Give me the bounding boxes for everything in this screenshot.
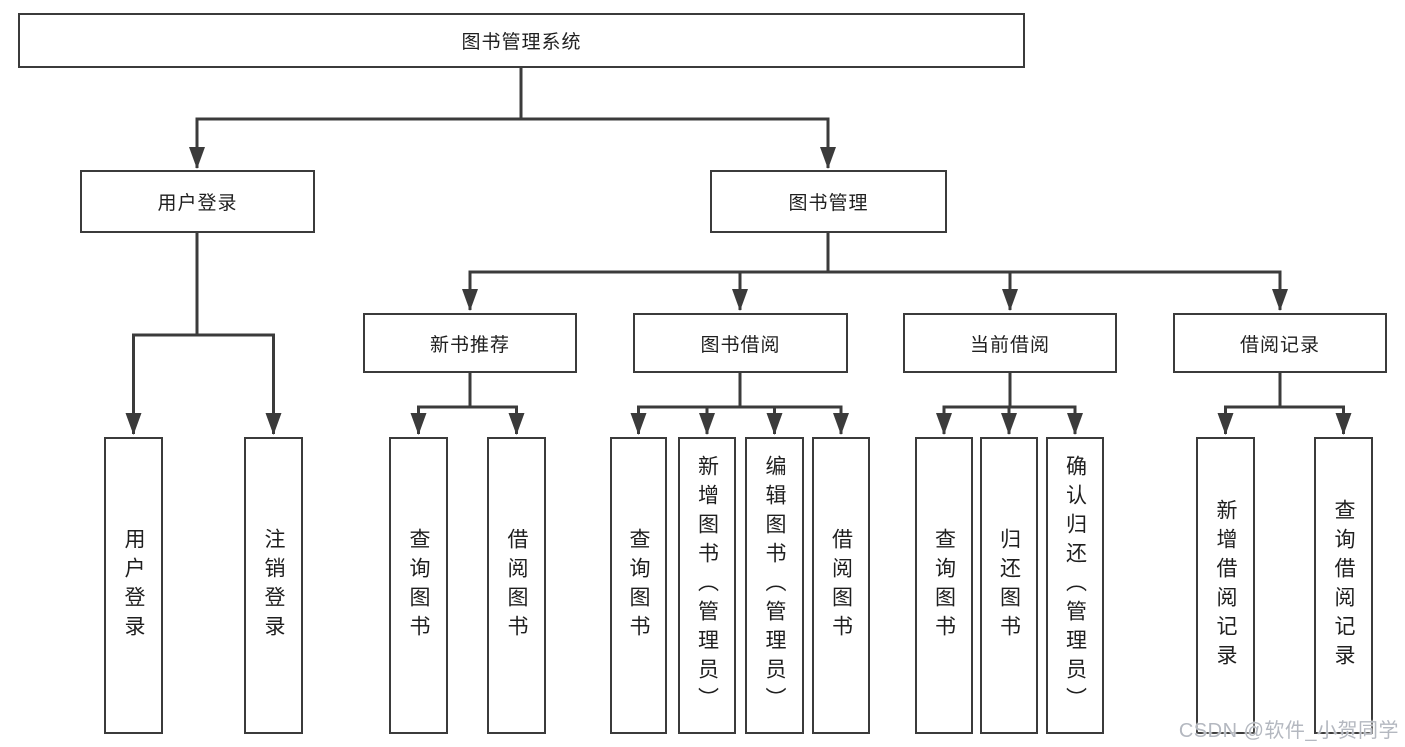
node-leaf-add-book-admin: 新增图书（管理员）	[678, 437, 736, 734]
node-leaf-logout: 注销登录	[244, 437, 303, 734]
node-label: 新增图书（管理员）	[695, 455, 719, 716]
node-leaf-return-book: 归还图书	[980, 437, 1038, 734]
node-label: 借阅图书	[829, 527, 853, 644]
node-leaf-query-borrow-record: 查询借阅记录	[1314, 437, 1373, 734]
node-leaf-query-book-1: 查询图书	[389, 437, 448, 734]
node-new-book-recommend: 新书推荐	[363, 313, 577, 373]
node-leaf-user-login: 用户登录	[104, 437, 163, 734]
node-leaf-edit-book-admin: 编辑图书（管理员）	[745, 437, 804, 734]
node-label: 确认归还（管理员）	[1063, 455, 1087, 716]
node-leaf-confirm-return-admin: 确认归还（管理员）	[1046, 437, 1104, 734]
node-current-borrow: 当前借阅	[903, 313, 1117, 373]
node-label: 新书推荐	[429, 334, 510, 356]
node-label: 查询图书	[932, 527, 956, 644]
node-label: 查询图书	[627, 527, 650, 644]
node-label: 图书管理	[788, 193, 869, 214]
node-label: 编辑图书（管理员）	[763, 455, 786, 716]
node-leaf-borrow-book-1: 借阅图书	[487, 437, 546, 734]
node-label: 用户登录	[157, 193, 238, 214]
node-label: 借阅记录	[1239, 334, 1320, 356]
node-book-management: 图书管理	[710, 170, 947, 233]
node-borrow-record: 借阅记录	[1173, 313, 1387, 373]
node-user-login: 用户登录	[80, 170, 315, 233]
node-label: 图书借阅	[700, 334, 781, 356]
node-label: 查询借阅记录	[1332, 498, 1355, 673]
node-label: 借阅图书	[505, 527, 528, 644]
node-label: 注销登录	[262, 527, 285, 644]
node-leaf-query-book-2: 查询图书	[610, 437, 667, 734]
node-label: 用户登录	[122, 527, 145, 644]
node-leaf-query-book-3: 查询图书	[915, 437, 973, 734]
csdn-watermark: CSDN @软件_小贺同学	[1178, 720, 1399, 742]
node-leaf-add-borrow-record: 新增借阅记录	[1196, 437, 1255, 734]
node-label: 图书管理系统	[461, 32, 582, 53]
node-label: 查询图书	[407, 527, 430, 644]
node-label: 归还图书	[997, 527, 1021, 644]
node-label: 新增借阅记录	[1214, 498, 1237, 673]
node-label: 当前借阅	[969, 334, 1050, 356]
node-book-borrow: 图书借阅	[633, 313, 848, 373]
node-root: 图书管理系统	[18, 13, 1025, 68]
node-leaf-borrow-book-2: 借阅图书	[812, 437, 870, 734]
